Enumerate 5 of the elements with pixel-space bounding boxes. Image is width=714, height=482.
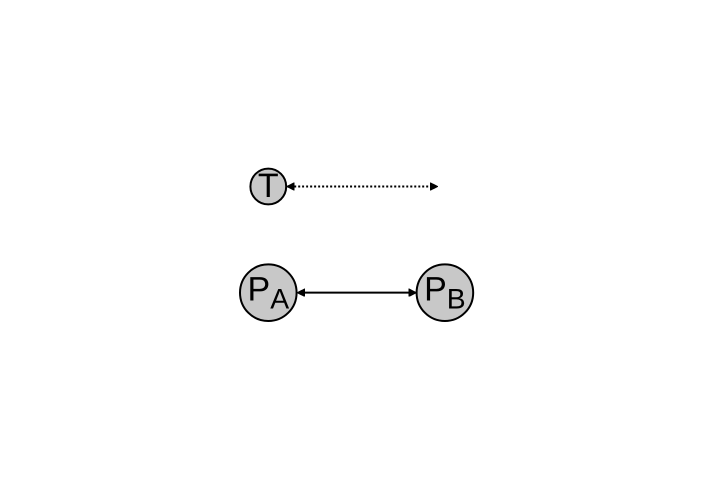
node-circle: P$_{B}$ (416, 263, 475, 322)
node-circle: P$_{A}$ (239, 263, 298, 322)
arrow (286, 182, 439, 191)
node-circle: T (250, 168, 288, 206)
arrow (297, 288, 418, 298)
